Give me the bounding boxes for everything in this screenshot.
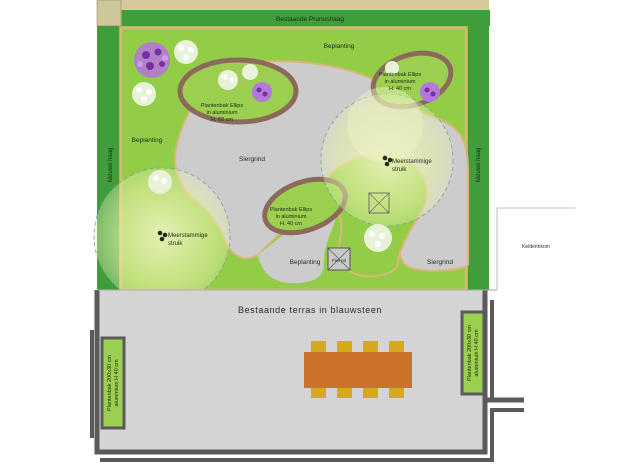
hedge-right <box>468 26 489 290</box>
canopy-right <box>320 93 454 227</box>
shrub-stems-left <box>157 230 168 242</box>
svg-text:H. 60 cm: H. 60 cm <box>211 117 233 123</box>
svg-text:struik: struik <box>168 241 183 247</box>
svg-text:Plantenbak Ellips: Plantenbak Ellips <box>379 72 421 78</box>
label-planter-box-right: Plantenbak 200x30 cm aluminium H 40 cm <box>467 325 480 381</box>
chair <box>337 341 352 353</box>
label-shrub-right: Meerstammige struik <box>392 159 432 173</box>
chair <box>389 341 404 353</box>
kelder-outline <box>496 207 575 290</box>
label-planter-middle: Plantenbak Ellips in aluminium H. 40 cm <box>270 207 312 227</box>
dining-table <box>304 352 412 388</box>
fire-pit <box>327 247 351 271</box>
svg-text:Plantenbak 200x30 cm: Plantenbak 200x30 cm <box>107 355 113 411</box>
fence-post <box>96 0 122 27</box>
chair <box>389 386 404 398</box>
label-shrub-left: Meerstammige struik <box>168 233 208 247</box>
svg-text:Meerstammige: Meerstammige <box>392 159 432 165</box>
planter-box-left <box>100 336 126 430</box>
label-beplanting-top: Beplanting <box>324 43 355 50</box>
label-kelder: Kelderinkom <box>522 244 550 250</box>
label-hedge-left: Nieuwe haag <box>108 147 114 182</box>
planter-box-right <box>460 310 486 396</box>
svg-text:struik: struik <box>392 167 407 173</box>
label-hedge-top: Bestaande Prunushaag <box>276 16 344 23</box>
svg-text:Plantenbak Ellips: Plantenbak Ellips <box>270 207 312 213</box>
chair <box>363 386 378 398</box>
chair <box>363 341 378 353</box>
terrace-wall-outer <box>90 300 524 462</box>
label-terras: Bestaande terras in blauwsteen <box>238 305 382 315</box>
canopy-top-right-small <box>347 87 423 163</box>
svg-text:Plantenbak Ellips: Plantenbak Ellips <box>201 103 243 109</box>
svg-text:Plantenbak 200x30 cm: Plantenbak 200x30 cm <box>467 325 473 381</box>
flowers-purple-topleft <box>134 42 170 78</box>
chair <box>337 386 352 398</box>
label-hedge-right: Nieuwe haag <box>476 147 482 182</box>
flowers-planter-top-right <box>385 61 440 102</box>
shrub-stems-right <box>382 155 393 167</box>
label-beplanting-bottom: Beplanting <box>290 259 321 266</box>
chair <box>311 341 326 353</box>
shrub-white-left <box>148 170 172 194</box>
svg-text:H. 40 cm: H. 40 cm <box>389 86 411 92</box>
svg-text:H. 40 cm: H. 40 cm <box>280 221 302 227</box>
svg-text:in aluminium: in aluminium <box>385 79 416 85</box>
svg-text:in aluminium: in aluminium <box>276 214 307 220</box>
shrub-white-right <box>364 224 392 252</box>
svg-text:aluminium H 40 cm: aluminium H 40 cm <box>474 329 480 376</box>
site-boundary <box>97 0 489 12</box>
hedge-top <box>122 10 490 26</box>
label-fire-pit: Fire pit <box>332 258 347 263</box>
flowers-white-topleft <box>132 40 198 106</box>
planter-large <box>177 57 299 125</box>
pot-marker <box>368 192 390 214</box>
label-siergrind-center: Siergrind <box>239 156 265 163</box>
label-planter-top-right: Plantenbak Ellips in aluminium H. 40 cm <box>379 72 421 92</box>
terrace <box>97 290 485 452</box>
label-planter-large: Plantenbak Ellips in aluminium H. 60 cm <box>201 103 243 123</box>
label-planter-box-left: Plantenbak 200x30 cm aluminium H 40 cm <box>107 355 120 411</box>
chair <box>311 386 326 398</box>
flowers-planter-large <box>218 64 272 102</box>
svg-text:Meerstammige: Meerstammige <box>168 233 208 239</box>
svg-text:in aluminium: in aluminium <box>207 110 238 116</box>
svg-text:aluminium H 40 cm: aluminium H 40 cm <box>114 359 120 406</box>
dining-set <box>304 341 412 398</box>
label-siergrind-right: Siergrind <box>427 259 453 266</box>
label-beplanting-left: Beplanting <box>132 137 163 144</box>
